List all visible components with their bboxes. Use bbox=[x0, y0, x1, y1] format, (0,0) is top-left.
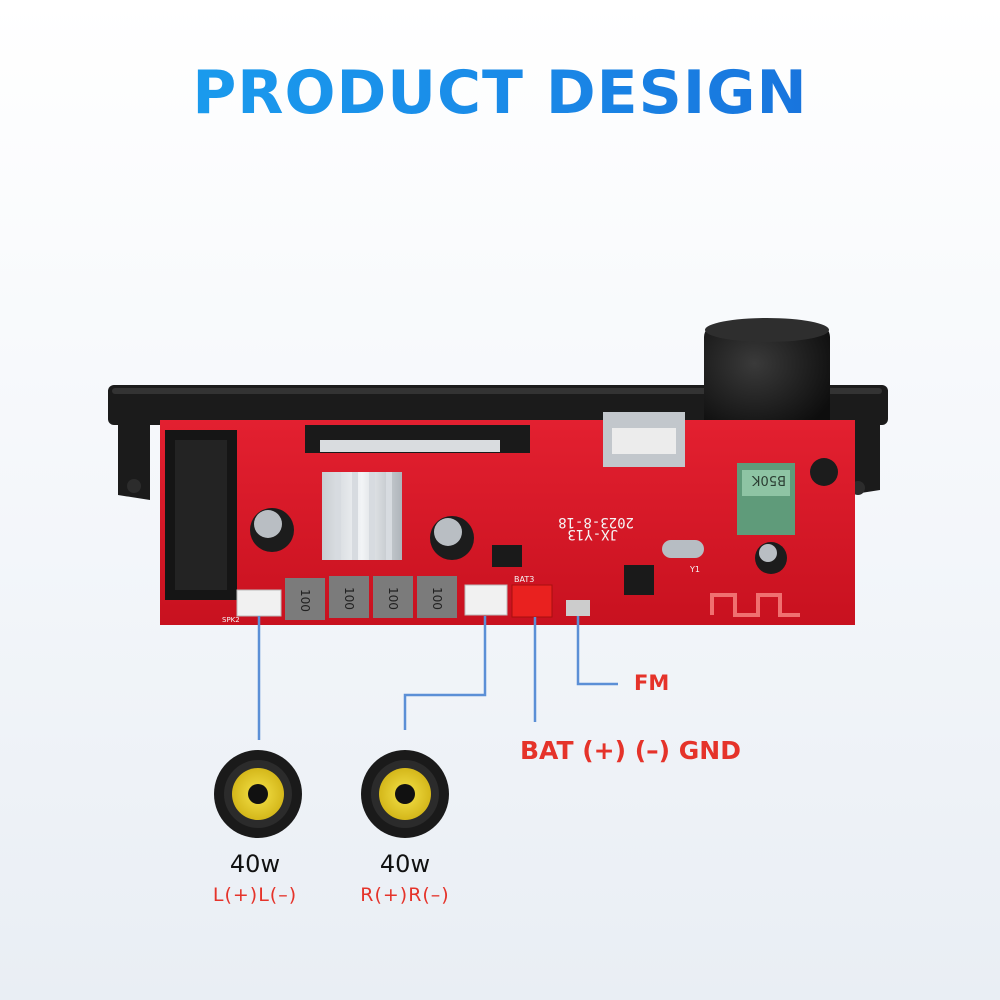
board-date-text: 2023-8-18 bbox=[558, 514, 634, 530]
pcb-board bbox=[160, 412, 855, 625]
speaker-left-polarity: L(+)L(–) bbox=[212, 884, 298, 906]
speaker-left-watt: 40w bbox=[229, 850, 281, 878]
board-model-text: JX-Y13 bbox=[567, 526, 618, 542]
inductor-label: 100 bbox=[342, 587, 356, 610]
page-title: PRODUCT DESIGN bbox=[0, 58, 1000, 128]
speaker-right-watt: 40w bbox=[379, 850, 431, 878]
speaker-left-icon bbox=[214, 750, 302, 838]
fm-label: FM bbox=[634, 671, 670, 695]
crystal-label: Y1 bbox=[689, 565, 700, 574]
inductor-label: 100 bbox=[430, 587, 444, 610]
pot-label: B50K bbox=[752, 472, 786, 487]
callout-lines bbox=[257, 616, 618, 740]
bat-connector-label: BAT3 bbox=[514, 575, 534, 584]
bat-label: BAT (+) (–) GND bbox=[520, 736, 741, 765]
speaker-connector-label: SPK2 bbox=[222, 616, 240, 624]
speaker-right-icon bbox=[361, 750, 449, 838]
inductor-label: 100 bbox=[386, 587, 400, 610]
inductor-label: 100 bbox=[298, 589, 312, 612]
speaker-right-polarity: R(+)R(–) bbox=[360, 884, 450, 906]
